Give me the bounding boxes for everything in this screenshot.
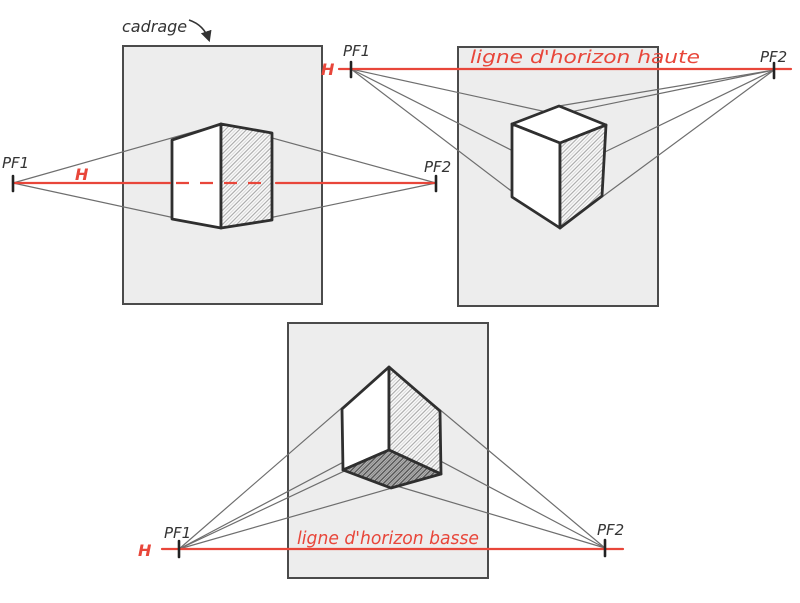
diagram-low-horizon: PF1 PF2 H ligne d'horizon basse [138, 322, 624, 579]
horizon-h-label: H [138, 541, 152, 560]
pf1-label: PF1 [164, 524, 191, 542]
cadrage-arrow-icon [188, 19, 212, 43]
high-horizon-title: ligne d'horizon haute [470, 47, 700, 68]
cube-right-face-shaded [558, 123, 608, 230]
cube-right-face-shaded [219, 122, 274, 230]
cube-left-face [170, 122, 223, 230]
pf2-label: PF2 [597, 521, 624, 539]
pf1-label: PF1 [343, 42, 370, 60]
cadrage-annotation: cadrage [122, 17, 212, 43]
cadrage-label: cadrage [122, 17, 187, 36]
construction-line [12, 123, 222, 184]
low-horizon-title: ligne d'horizon basse [297, 528, 479, 549]
horizon-h-label: H [321, 60, 335, 79]
construction-line [558, 69, 775, 107]
cube-bottom-face-shaded [341, 448, 443, 490]
diagram-high-horizon: PF1 PF2 H ligne d'horizon haute [321, 42, 793, 307]
horizon-h-label: H [75, 165, 89, 184]
pf1-label: PF1 [2, 154, 29, 172]
pf2-label: PF2 [760, 48, 787, 66]
pf2-label: PF2 [424, 158, 451, 176]
diagram-eye-level: PF1 PF2 H [2, 45, 451, 305]
